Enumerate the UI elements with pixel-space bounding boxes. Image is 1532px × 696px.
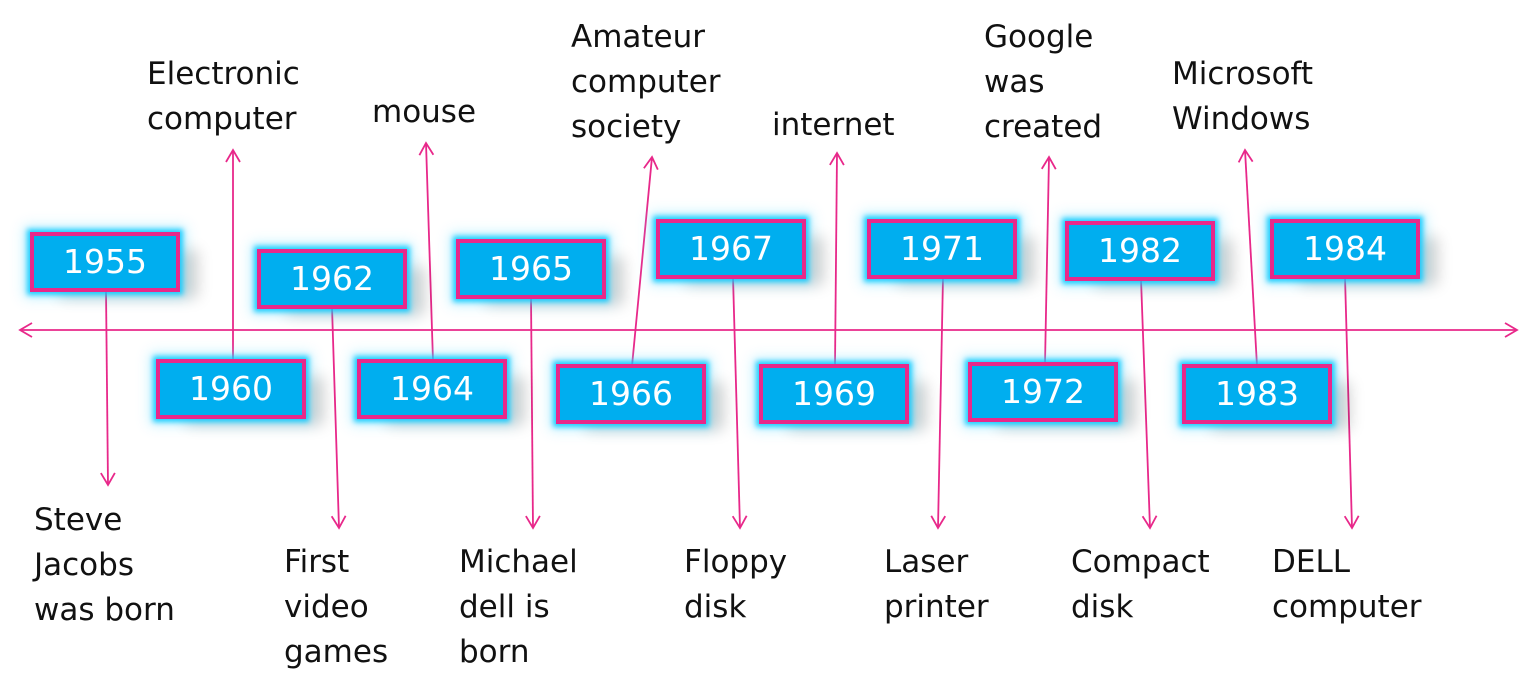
event-label-1962: First video games xyxy=(284,544,389,670)
event-label-1983: Microsoft Windows xyxy=(1172,56,1314,137)
connector-arrow xyxy=(330,306,347,530)
event-label-1982: Compact disk xyxy=(1071,544,1210,625)
event-label-1967: Floppy disk xyxy=(684,544,788,625)
connector-arrow xyxy=(1343,276,1360,530)
year-box-1960: 1960 xyxy=(156,359,306,419)
year-box-1966: 1966 xyxy=(556,364,706,424)
year-box-1955: 1955 xyxy=(30,232,180,292)
year-box-1962: 1962 xyxy=(257,249,407,309)
year-box-1972: 1972 xyxy=(968,362,1118,422)
event-label-1960: Electronic computer xyxy=(147,56,300,137)
connector-arrow xyxy=(829,151,845,367)
year-box-1984: 1984 xyxy=(1270,219,1420,279)
year-box-1971: 1971 xyxy=(867,219,1017,279)
event-label-1971: Laser printer xyxy=(884,544,989,625)
event-label-1966: Amateur computer society xyxy=(571,19,721,145)
connector-arrow xyxy=(100,289,116,487)
year-box-1964: 1964 xyxy=(357,359,507,419)
connector-arrow xyxy=(525,296,541,530)
year-box-1967: 1967 xyxy=(656,219,806,279)
event-label-1969: internet xyxy=(772,107,895,143)
connector-arrow xyxy=(1041,155,1057,365)
connector-arrow xyxy=(1237,148,1258,367)
year-box-1965: 1965 xyxy=(456,239,606,299)
year-box-1983: 1983 xyxy=(1182,364,1332,424)
event-label-1965: Michael dell is born xyxy=(459,544,578,670)
connector-arrow xyxy=(631,155,659,367)
event-label-1972: Google was created xyxy=(984,19,1103,145)
event-label-1964: mouse xyxy=(372,94,477,130)
year-box-1982: 1982 xyxy=(1065,221,1215,281)
connector-arrow xyxy=(731,276,748,530)
connector-arrow xyxy=(930,276,947,530)
connector-arrow xyxy=(418,141,435,362)
event-label-1955: Steve Jacobs was born xyxy=(34,502,175,628)
event-label-1984: DELL computer xyxy=(1272,544,1422,625)
connector-arrow xyxy=(1140,278,1158,530)
year-box-1969: 1969 xyxy=(759,364,909,424)
